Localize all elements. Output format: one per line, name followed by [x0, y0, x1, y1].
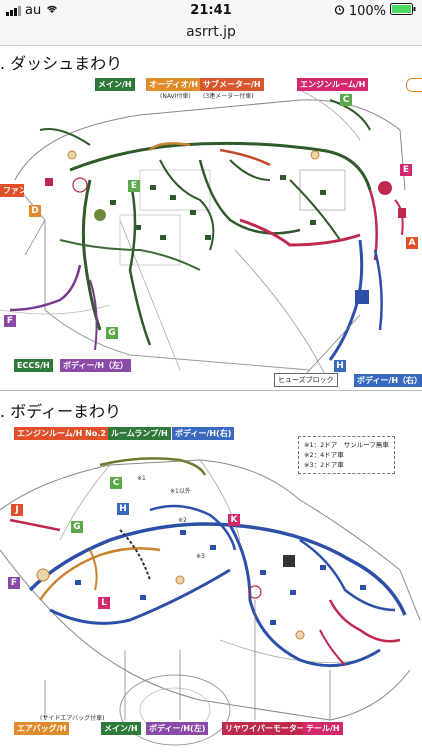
label-fuse-block: ヒューズブロック — [274, 373, 338, 387]
label-body-left-harness: ボディー/H（左） — [60, 359, 132, 372]
label-submeter-harness: サブメーター/H — [200, 78, 264, 91]
letter-f: F — [4, 315, 16, 327]
letter-d: D — [29, 205, 41, 217]
note-star3: ※3 — [196, 553, 205, 560]
clock: 21:41 — [190, 3, 232, 18]
legend-item-3: ※3：2ドア車 — [304, 461, 344, 469]
label-main-harness-body: メイン/H — [101, 722, 141, 735]
label-fan-harness: ファン — [0, 184, 24, 197]
legend-box: ※1：2ドア サンルーフ無車 ※2：4ドア車 ※3：2ドア車 — [298, 436, 395, 474]
label-tail-harness: テール/H — [303, 722, 343, 735]
label-body-right-harness-2: ボディー/H(右) — [172, 427, 235, 440]
label-body-left-harness-2: ボディー/H(左) — [146, 722, 209, 735]
body-diagram-svg — [0, 457, 421, 746]
url-text[interactable]: asrrt.jp — [186, 24, 236, 40]
letter-j: J — [11, 504, 23, 516]
note-airbag: (サイドエアバッグ付車) — [40, 715, 105, 722]
dash-wiring-diagram: メイン/H オーディオ/H (NAVI付車) サブメーター/H (3連メーター付… — [0, 70, 422, 390]
battery-percent: 100% — [348, 3, 386, 19]
label-engineroom2-harness: エンジンルーム/H No.2 — [14, 427, 109, 440]
letter-f-body: F — [8, 577, 20, 589]
letter-a: A — [406, 237, 418, 249]
letter-e-left: E — [128, 180, 140, 192]
note-star1-except: ※1以外 — [170, 488, 191, 495]
status-bar: au 21:41 100% — [0, 0, 422, 22]
letter-c-body: C — [110, 477, 122, 489]
letter-l: L — [98, 597, 110, 609]
legend-item-2: ※2：4ドア車 — [304, 451, 344, 459]
letter-g: G — [106, 327, 118, 339]
section-title-body: . ボディーまわり — [0, 398, 122, 422]
carrier-label: au — [25, 3, 42, 18]
label-roomlamp-harness: ルームランプ/H — [108, 427, 171, 440]
alarm-icon — [334, 4, 345, 19]
note-submeter: (3連メーター付車) — [203, 93, 254, 100]
note-audio: (NAVI付車) — [160, 93, 191, 100]
url-bar[interactable]: asrrt.jp — [0, 22, 422, 46]
label-audio-harness: オーディオ/H — [146, 78, 202, 91]
label-main-harness: メイン/H — [95, 78, 135, 91]
side-tab-marker — [406, 78, 422, 92]
note-star1: ※1 — [137, 475, 146, 482]
body-wiring-diagram: エンジンルーム/H No.2 ルームランプ/H ボディー/H(右) ※1：2ドア… — [0, 420, 422, 750]
legend-item-1: ※1：2ドア サンルーフ無車 — [304, 441, 389, 449]
letter-e-right: E — [400, 164, 412, 176]
label-airbag-harness: エアバッグ/H — [14, 722, 70, 735]
dash-diagram-svg — [0, 89, 406, 386]
letter-h: H — [334, 360, 346, 372]
note-star2: ※2 — [178, 517, 187, 524]
letter-c: C — [340, 94, 352, 106]
signal-icon — [6, 5, 21, 16]
letter-k: K — [228, 514, 240, 526]
section-divider — [0, 390, 422, 391]
label-rear-wiper-motor: リヤワイパーモーター — [222, 722, 308, 735]
letter-h-body: H — [117, 503, 129, 515]
wifi-icon — [45, 3, 59, 18]
battery-icon — [390, 3, 416, 19]
label-engineroom-harness: エンジンルーム/H — [297, 78, 369, 91]
letter-g-body: G — [71, 521, 83, 533]
label-eccs-harness: ECCS/H — [14, 359, 53, 372]
label-body-right-harness: ボディー/H（右） — [354, 374, 422, 387]
